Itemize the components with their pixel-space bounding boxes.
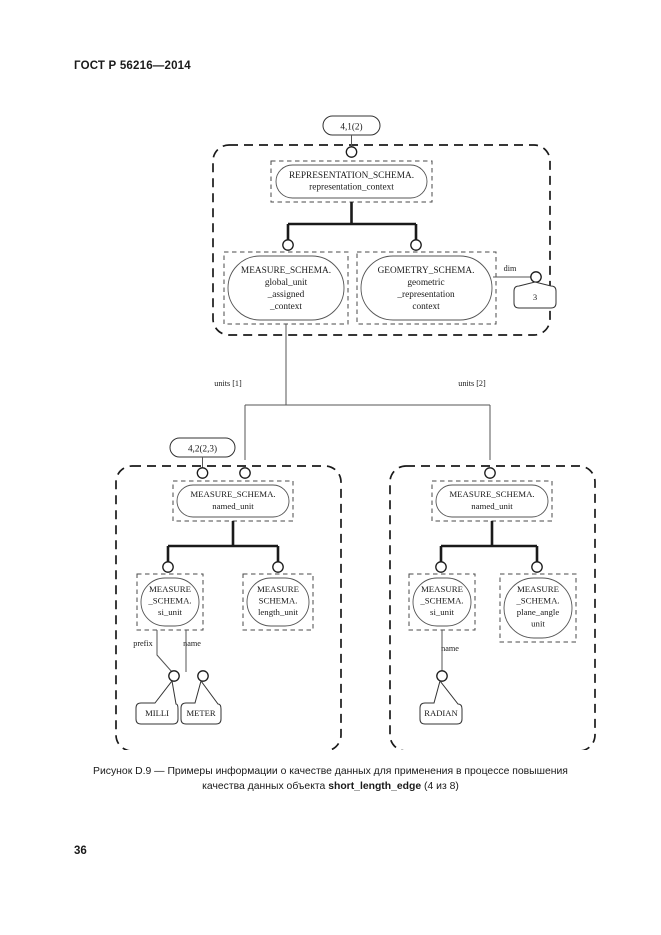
entity-si-unit-right [412,577,472,627]
right-group-boundary [389,465,596,750]
figure-caption-prefix: качества данных объекта [202,781,329,792]
entity-named-unit-right [435,484,549,518]
entity-geometric-line3: _representation [396,290,455,300]
connector-units-branch [244,404,491,460]
express-g-diagram: 4,1(2) REPRESENTATION_SCHEMA. representa… [115,115,596,750]
figure-caption-line1: Рисунок D.9 — Примеры информации о качес… [93,766,568,777]
figure-caption-suffix: (4 из 8) [421,781,459,792]
entity-representation-context-line1: REPRESENTATION_SCHEMA. [289,171,414,181]
entity-si-unit-left-line1: MEASURE [149,584,191,594]
attribute-label-dim: dim [504,264,517,273]
value-meter: METER [186,708,215,718]
entity-representation-context-line2: representation_context [309,183,394,193]
entity-si-unit-right-line1: MEASURE [421,584,463,594]
entity-named-unit-right-line1: MEASURE_SCHEMA. [449,489,534,499]
value-radian: RADIAN [424,708,458,718]
entity-geometric-line2: geometric [407,278,444,288]
entity-plane-angle-unit [503,577,573,639]
page-ref-left-label: 4,2(2,3) [188,444,217,454]
entity-named-unit-right-line2: named_unit [471,501,513,511]
attribute-label-name-right: name [441,644,459,653]
entity-si-unit-right-line3: si_unit [430,607,455,617]
entity-length-unit-line1: MEASURE [257,584,299,594]
attribute-label-name-left: name [183,639,201,648]
node-circle-si-unit-right [435,561,447,573]
subregion-length-unit [242,573,314,631]
entity-plane-angle-line2: _SCHEMA. [515,596,559,606]
entity-si-unit-left-line3: si_unit [158,607,183,617]
subregion-si-unit-left [136,573,204,631]
value-bubble-meter [180,679,222,725]
node-circle-name-right-value [436,670,448,682]
node-circle-global-unit-assigned-context [282,239,294,251]
fork-named-unit-right-to-children [439,521,539,562]
node-circle-named-unit-left-b [239,467,251,479]
entity-length-unit-line3: length_unit [258,607,299,617]
fork-representation-to-children [286,202,418,240]
value-bubble-milli [135,679,179,725]
node-circle-named-unit-left-a [196,467,209,479]
entity-global-unit-line4: _context [269,302,302,312]
entity-named-unit-left [176,484,290,518]
standard-header: ГОСТ Р 56216—2014 [74,60,191,72]
entity-length-unit-line2: SCHEMA. [259,596,298,606]
value-milli: MILLI [145,708,169,718]
entity-plane-angle-line3: plane_angle [517,607,560,617]
node-circle-si-unit-left [162,561,174,573]
entity-representation-context [275,164,428,199]
value-bubble-radian [419,679,463,725]
entity-si-unit-left [140,577,200,627]
node-circle-named-unit-right [484,467,496,479]
attribute-label-units-1: units [1] [214,379,242,388]
entity-global-unit-line3: _assigned [267,290,305,300]
page-number: 36 [74,845,87,857]
node-circle-length-unit [272,561,284,573]
entity-geometric-representation-context [360,255,493,321]
fork-named-unit-left-to-children [166,521,280,562]
entity-global-unit-assigned-context [227,255,345,321]
value-bubble-dim [513,281,557,309]
page-ref-top-label: 4,1(2) [340,122,362,132]
entity-named-unit-left-line2: named_unit [212,501,254,511]
entity-length-unit [246,577,310,627]
node-circle-dim [530,271,542,283]
node-circle-geometric-representation-context [410,239,422,251]
left-group-boundary [115,465,342,750]
link-si-unit-left-prefix [156,630,173,673]
entity-geometric-line1: GEOMETRY_SCHEMA. [378,266,475,276]
attribute-label-prefix: prefix [133,639,153,648]
entity-geometric-line4: context [412,302,440,312]
node-circle-prefix-value [168,670,180,682]
entity-plane-angle-line4: unit [531,619,545,629]
node-circle-representation-context [345,146,358,158]
entity-plane-angle-line1: MEASURE [517,584,559,594]
entity-si-unit-left-line2: _SCHEMA. [147,596,191,606]
entity-global-unit-line1: MEASURE_SCHEMA. [241,266,331,276]
node-circle-name-left-value [197,670,209,682]
entity-si-unit-right-line2: _SCHEMA. [419,596,463,606]
top-region-boundary [212,144,551,336]
attribute-label-units-2: units [2] [458,379,486,388]
entity-named-unit-left-line1: MEASURE_SCHEMA. [190,489,275,499]
figure-caption: Рисунок D.9 — Примеры информации о качес… [74,764,587,794]
value-dim: 3 [533,292,537,302]
subregion-geometric-representation-context [356,251,497,325]
figure-caption-entity: short_length_edge [328,781,422,792]
node-circle-plane-angle-unit [531,561,543,573]
entity-global-unit-line2: global_unit [265,278,308,288]
